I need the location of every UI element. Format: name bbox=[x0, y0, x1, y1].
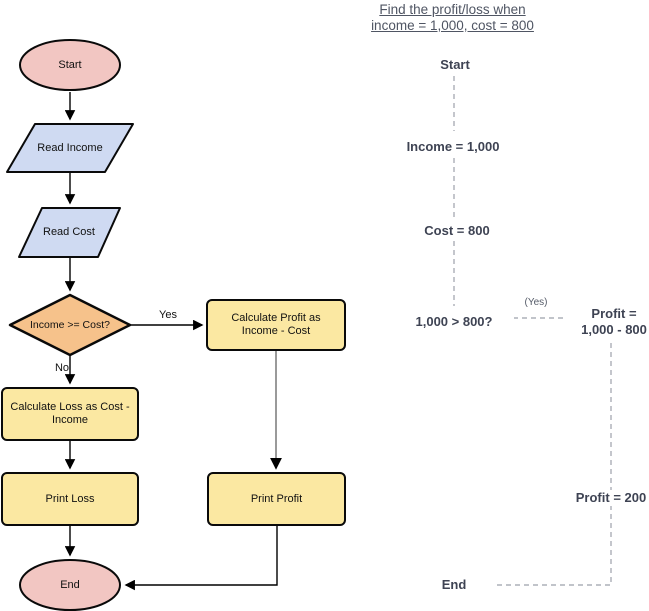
trace-title-line1: Find the profit/loss when bbox=[379, 2, 526, 17]
read-cost-io-shape bbox=[18, 207, 121, 258]
trace-connector-profit-end bbox=[488, 343, 612, 586]
decision-node-label: Income >= Cost? bbox=[30, 318, 110, 331]
print-loss-node-label: Print Loss bbox=[45, 492, 95, 505]
print-profit-process-shape bbox=[207, 472, 346, 526]
calc-loss-node-label: Calculate Loss as Cost - Income bbox=[10, 401, 130, 426]
calc-profit-node-label: Calculate Profit as Income - Cost bbox=[231, 312, 321, 337]
start-node-label: Start bbox=[58, 58, 82, 71]
trace-profit-formula-label: Profit = 1,000 - 800 bbox=[566, 306, 649, 338]
trace-profit-result-label: Profit = 200 bbox=[567, 490, 649, 506]
trace-decision-label: 1,000 > 800? bbox=[394, 314, 514, 330]
end-terminator-shape bbox=[19, 559, 121, 611]
trace-yes-label: (Yes) bbox=[514, 297, 558, 308]
print-profit-node-label: Print Profit bbox=[250, 492, 303, 505]
yes-branch-label: Yes bbox=[159, 309, 177, 321]
read-cost-node-label: Read Cost bbox=[43, 226, 95, 238]
no-branch-label: No bbox=[54, 362, 70, 374]
print-loss-process-shape bbox=[1, 472, 139, 526]
trace-start-label: Start bbox=[405, 57, 505, 73]
read-income-node-label: Read Income bbox=[37, 141, 103, 154]
trace-title-line2: income = 1,000, cost = 800 bbox=[371, 18, 534, 33]
start-terminator-shape bbox=[19, 39, 121, 91]
calc-profit-process-shape bbox=[206, 299, 346, 351]
trace-title: Find the profit/loss when income = 1,000… bbox=[330, 2, 575, 34]
trace-income-label: Income = 1,000 bbox=[383, 139, 523, 155]
calc-loss-process-shape bbox=[1, 387, 139, 441]
end-node-label: End bbox=[60, 578, 80, 591]
trace-cost-label: Cost = 800 bbox=[397, 223, 517, 239]
trace-end-label: End bbox=[414, 577, 494, 593]
read-income-io-shape bbox=[6, 123, 134, 173]
connector-printprofit-end bbox=[124, 526, 278, 591]
decision-diamond-shape bbox=[8, 293, 132, 357]
